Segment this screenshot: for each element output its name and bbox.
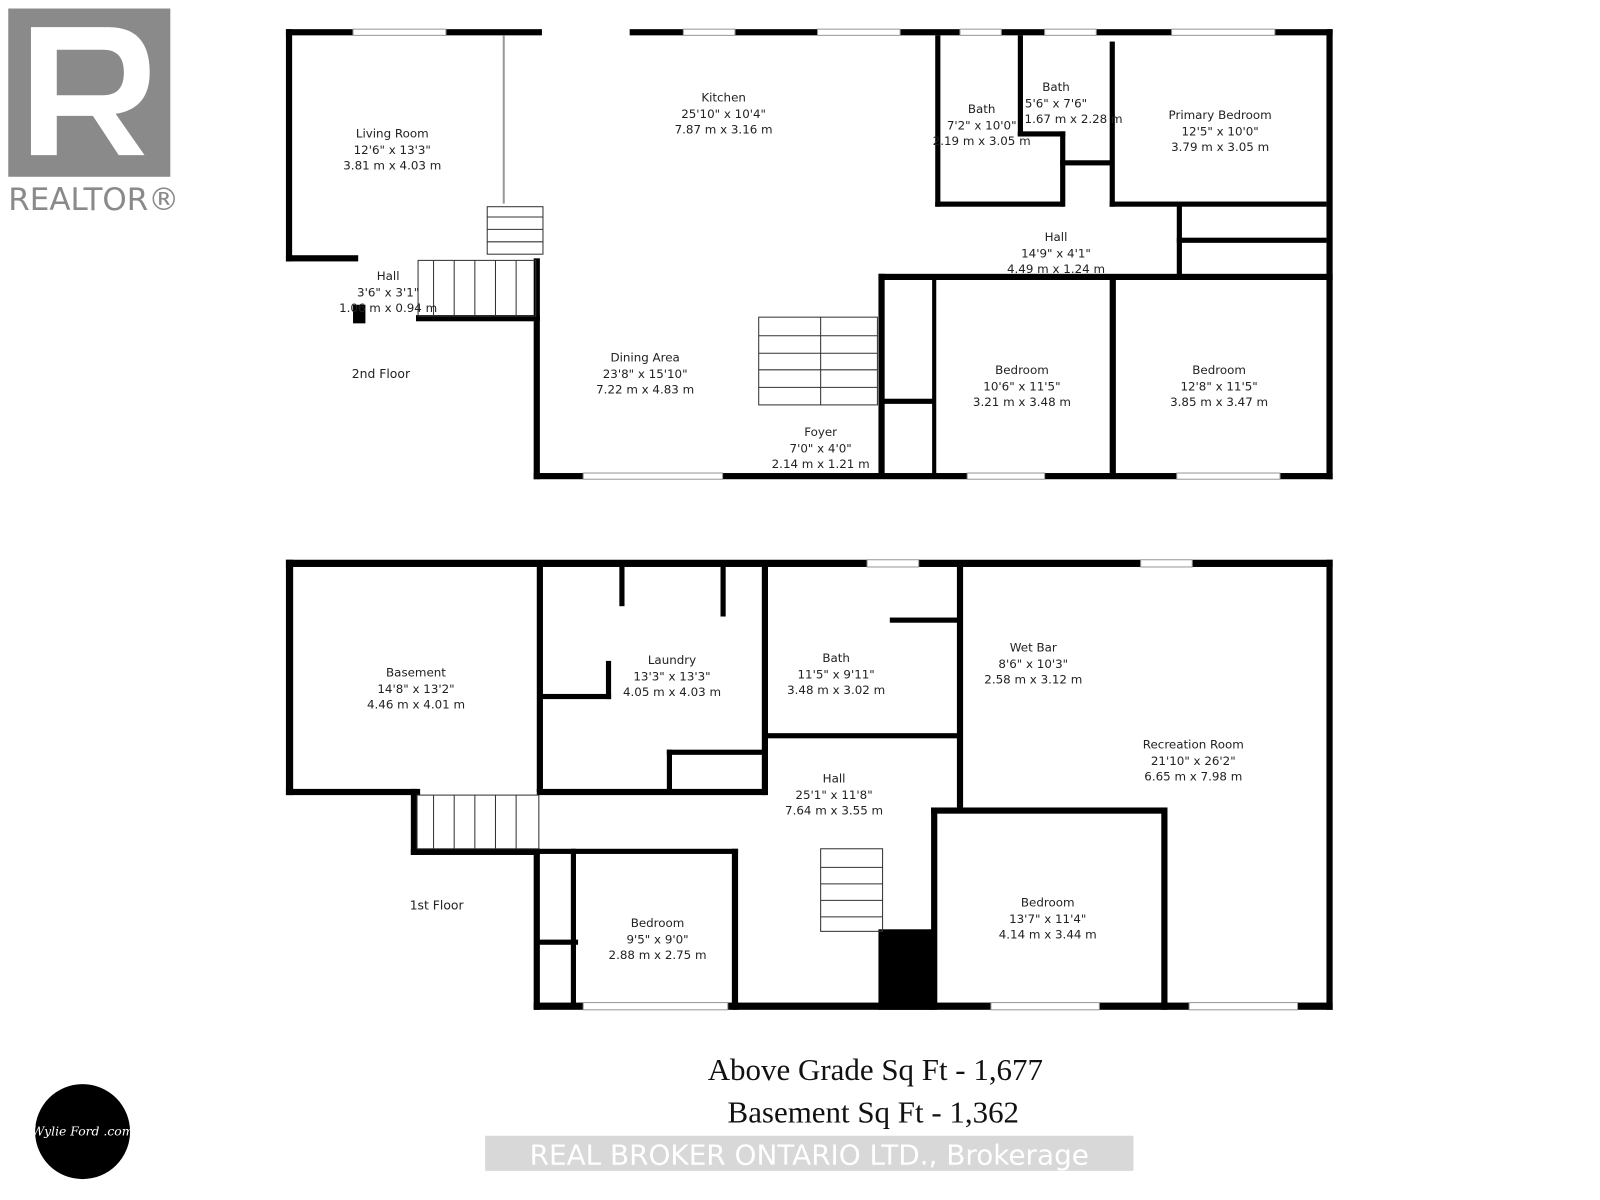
svg-text:7'0" x 4'0": 7'0" x 4'0" xyxy=(790,441,852,455)
room-bath-1st: Bath 11'5" x 9'11" 3.48 m x 3.02 m xyxy=(787,651,885,697)
svg-text:Basement: Basement xyxy=(386,665,446,679)
room-bedroom-1st: Bedroom 9'5" x 9'0"2.88 m x 2.75 m xyxy=(609,916,707,962)
svg-text:12'6" x 13'3": 12'6" x 13'3" xyxy=(354,143,431,157)
svg-text:2.58 m x 3.12 m: 2.58 m x 3.12 m xyxy=(984,673,1082,687)
svg-text:25'10" x 10'4": 25'10" x 10'4" xyxy=(681,107,766,121)
second-floor-walls xyxy=(285,28,1333,480)
svg-text:4.14 m x 3.44 m: 4.14 m x 3.44 m xyxy=(999,928,1097,942)
svg-text:Recreation Room: Recreation Room xyxy=(1143,738,1244,752)
svg-text:Bedroom: Bedroom xyxy=(995,363,1049,377)
svg-text:7'2" x 10'0": 7'2" x 10'0" xyxy=(947,118,1017,132)
svg-text:7.64 m x 3.55 m: 7.64 m x 3.55 m xyxy=(785,804,883,818)
svg-text:Foyer: Foyer xyxy=(804,425,837,439)
svg-text:12'5" x 10'0": 12'5" x 10'0" xyxy=(1181,124,1258,138)
basement-sqft: Basement Sq Ft - 1,362 xyxy=(728,1094,1019,1129)
svg-text:23'8" x 15'10": 23'8" x 15'10" xyxy=(603,367,688,381)
svg-text:3'6" x 3'1": 3'6" x 3'1" xyxy=(357,286,419,300)
room-bath: Bath 7'2" x 10'0" 2.19 m x 3.05 m xyxy=(933,102,1031,148)
room-hall-1st: Hall 25'1" x 11'8" 7.64 m x 3.55 m xyxy=(785,772,883,818)
svg-text:13'3" x 13'3": 13'3" x 13'3" xyxy=(633,670,710,684)
realtor-logo: REALTOR® xyxy=(8,8,179,218)
room-laundry: Laundry 13'3" x 13'3"4.05 m x 4.03 m xyxy=(623,653,721,699)
room-wet-bar: Wet Bar 8'6" x 10'3" 2.58 m x 3.12 m xyxy=(984,641,1082,687)
svg-text:1.67 m x 2.28 m: 1.67 m x 2.28 m xyxy=(1025,112,1123,126)
room-primary-bedroom: Primary Bedroom 12'5" x 10'0" 3.79 m x 3.0… xyxy=(1169,108,1272,154)
svg-text:21'10" x 26'2": 21'10" x 26'2" xyxy=(1151,754,1236,768)
svg-text:Kitchen: Kitchen xyxy=(701,90,746,104)
svg-text:Wet Bar: Wet Bar xyxy=(1010,641,1057,655)
svg-text:Bedroom: Bedroom xyxy=(1192,363,1246,377)
svg-text:3.85 m x 3.47 m: 3.85 m x 3.47 m xyxy=(1170,395,1268,409)
svg-text:3.48 m x 3.02 m: 3.48 m x 3.02 m xyxy=(787,683,885,697)
svg-text:14'8" x 13'2": 14'8" x 13'2" xyxy=(377,682,454,696)
svg-text:3.21 m x 3.48 m: 3.21 m x 3.48 m xyxy=(973,395,1071,409)
room-bath-2: Bath 5'6" x 7'6"1.67 m x 2.28 m xyxy=(1025,80,1123,126)
realtor-text: REALTOR® xyxy=(8,182,179,218)
room-hall: Hall 14'9" x 4'1" 4.49 m x 1.24 m xyxy=(1007,230,1105,276)
room-bedroom-2: Bedroom 12'8" x 11'5" 3.85 m x 3.47 m xyxy=(1170,363,1268,409)
svg-text:12'8" x 11'5": 12'8" x 11'5" xyxy=(1180,379,1257,393)
room-foyer: Foyer 7'0" x 4'0" 2.14 m x 1.21 m xyxy=(772,425,870,471)
room-bedroom-1st-2: Bedroom 13'7" x 11'4" 4.14 m x 3.44 m xyxy=(999,896,1097,942)
second-floor-stairs xyxy=(417,206,878,406)
svg-text:13'7" x 11'4": 13'7" x 11'4" xyxy=(1009,912,1086,926)
svg-text:7.87 m x 3.16 m: 7.87 m x 3.16 m xyxy=(675,122,773,136)
svg-text:2.19 m x 3.05 m: 2.19 m x 3.05 m xyxy=(933,134,1031,148)
svg-text:Hall: Hall xyxy=(823,772,846,786)
svg-text:Living Room: Living Room xyxy=(356,127,429,141)
room-hall-small: Hall 3'6" x 3'1"1.06 m x 0.94 m xyxy=(339,269,437,315)
room-recreation-room: Recreation Room 21'10" x 26'2" 6.65 m x 7.… xyxy=(1143,738,1244,784)
brokerage-watermark: REAL BROKER ONTARIO LTD., Brokerage xyxy=(485,1135,1134,1172)
room-kitchen: Kitchen 25'10" x 10'4"7.87 m x 3.16 m xyxy=(675,90,773,136)
svg-text:Hall: Hall xyxy=(377,269,400,283)
svg-text:4.05 m x 4.03 m: 4.05 m x 4.03 m xyxy=(623,685,721,699)
first-floor-walls xyxy=(285,559,1333,1011)
svg-text:2.14 m x 1.21 m: 2.14 m x 1.21 m xyxy=(772,457,870,471)
wylie-ford-logo: Wylie Ford .com xyxy=(32,1084,134,1180)
svg-text:Bath: Bath xyxy=(1042,80,1070,94)
svg-text:Bath: Bath xyxy=(968,102,996,116)
svg-text:4.46 m x 4.01 m: 4.46 m x 4.01 m xyxy=(367,697,465,711)
svg-text:25'1" x 11'8": 25'1" x 11'8" xyxy=(795,788,872,802)
svg-text:Dining Area: Dining Area xyxy=(610,351,679,365)
svg-text:4.49 m x 1.24 m: 4.49 m x 1.24 m xyxy=(1007,262,1105,276)
svg-text:3.81 m x 4.03 m: 3.81 m x 4.03 m xyxy=(343,159,441,173)
svg-text:2.88 m x 2.75 m: 2.88 m x 2.75 m xyxy=(609,948,707,962)
svg-text:9'5" x 9'0": 9'5" x 9'0" xyxy=(626,933,688,947)
room-bedroom: Bedroom 10'6" x 11'5" 3.21 m x 3.48 m xyxy=(973,363,1071,409)
svg-text:3.79 m x 3.05 m: 3.79 m x 3.05 m xyxy=(1171,140,1269,154)
room-living-room: Living Room 12'6" x 13'3" 3.81 m x 4.03 m xyxy=(343,127,441,173)
above-grade-sqft: Above Grade Sq Ft - 1,677 xyxy=(708,1052,1043,1087)
wylie-ford-logo-text: Wylie Ford .com xyxy=(32,1125,134,1139)
svg-text:14'9" x 4'1": 14'9" x 4'1" xyxy=(1021,246,1091,260)
svg-text:Bedroom: Bedroom xyxy=(631,916,685,930)
floor-label-2nd: 2nd Floor xyxy=(352,367,411,381)
svg-text:Bath: Bath xyxy=(822,651,850,665)
svg-text:8'6" x 10'3": 8'6" x 10'3" xyxy=(998,657,1068,671)
svg-text:10'6" x 11'5": 10'6" x 11'5" xyxy=(983,379,1060,393)
svg-text:6.65 m x 7.98 m: 6.65 m x 7.98 m xyxy=(1144,770,1242,784)
svg-text:Laundry: Laundry xyxy=(648,653,696,667)
first-floor-stairs xyxy=(416,794,884,932)
svg-text:5'6" x 7'6": 5'6" x 7'6" xyxy=(1025,97,1087,111)
svg-text:7.22 m x 4.83 m: 7.22 m x 4.83 m xyxy=(596,383,694,397)
svg-text:Bedroom: Bedroom xyxy=(1021,896,1075,910)
svg-text:11'5" x 9'11": 11'5" x 9'11" xyxy=(797,667,874,681)
svg-text:REAL BROKER ONTARIO LTD., Brok: REAL BROKER ONTARIO LTD., Brokerage xyxy=(530,1139,1089,1172)
svg-text:1.06 m x 0.94 m: 1.06 m x 0.94 m xyxy=(339,301,437,315)
svg-text:Hall: Hall xyxy=(1045,230,1068,244)
floor-label-1st: 1st Floor xyxy=(410,899,465,913)
svg-text:Primary Bedroom: Primary Bedroom xyxy=(1169,108,1272,122)
room-dining-area: Dining Area 23'8" x 15'10" 7.22 m x 4.83 m xyxy=(596,351,694,397)
room-basement: Basement 14'8" x 13'2"4.46 m x 4.01 m xyxy=(367,665,465,711)
